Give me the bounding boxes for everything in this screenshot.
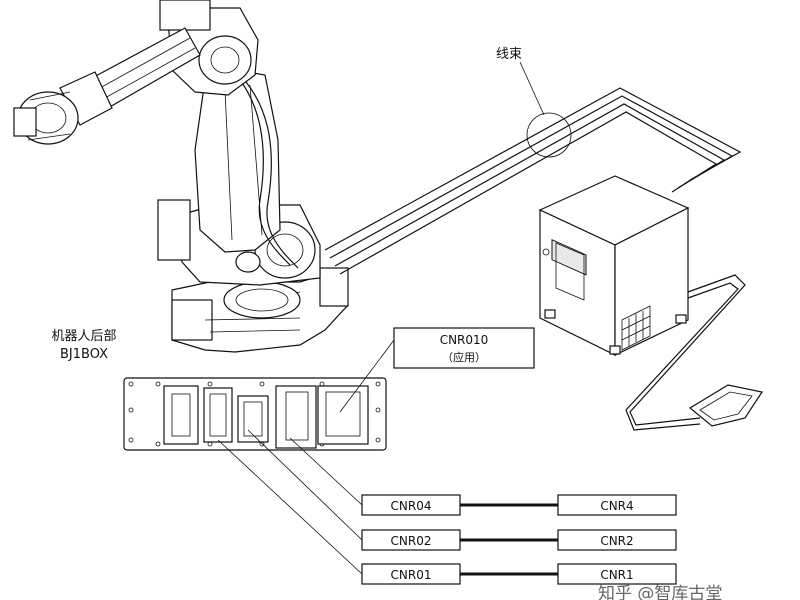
connector-mapping: CNR04 CNR4 CNR02 CNR2 CNR01 CNR1 <box>361 494 677 585</box>
harness-highlight-circle <box>526 112 572 158</box>
teach-pendant <box>625 274 763 431</box>
connector-box-cnr1 <box>557 563 677 585</box>
cnr010-sublabel: （应用） <box>442 350 486 364</box>
watermark: 知乎 @智库古堂 <box>598 584 722 600</box>
controller-cabinet <box>538 175 690 356</box>
cable-harness: 线束 <box>324 47 742 275</box>
connector-label-cnr04: CNR04 <box>391 499 432 513</box>
connector-box-cnr2 <box>557 529 677 551</box>
cnr010-callout: CNR010 （应用） <box>339 327 535 413</box>
connector-label-cnr01: CNR01 <box>391 568 432 582</box>
connector-label-cnr4: CNR4 <box>600 499 633 513</box>
industrial-robot-drawing <box>13 0 349 353</box>
connector-box-cnr4 <box>557 494 677 516</box>
cnr010-label: CNR010 <box>440 333 489 347</box>
harness-label: 线束 <box>496 47 522 62</box>
connector-label-cnr1: CNR1 <box>600 568 633 582</box>
bj1box-panel <box>123 377 387 451</box>
leader-lines <box>217 429 363 575</box>
connector-label-cnr2: CNR2 <box>600 534 633 548</box>
connector-label-cnr02: CNR02 <box>391 534 432 548</box>
bj1box-label: BJ1BOX <box>60 347 108 362</box>
robot-rear-label: 机器人后部 <box>51 329 116 344</box>
